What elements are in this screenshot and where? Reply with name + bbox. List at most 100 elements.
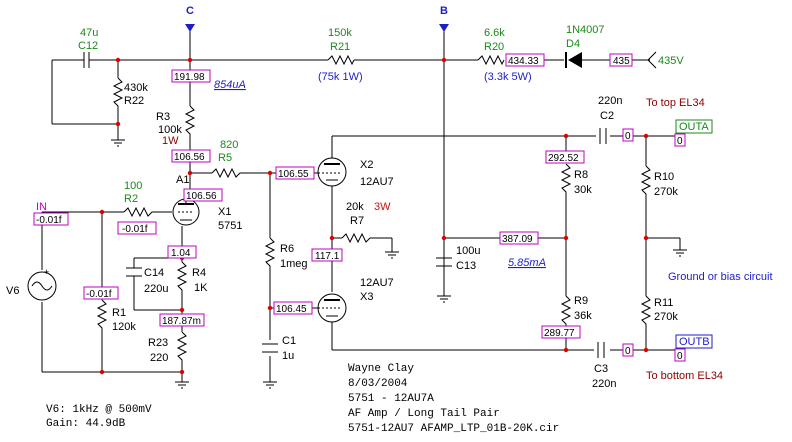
r21-extra: (75k 1W) xyxy=(318,71,363,83)
diode-d4 xyxy=(565,52,582,68)
svg-text:434.33: 434.33 xyxy=(508,56,539,67)
r23-ref: R23 xyxy=(148,337,168,349)
r11-val: 270k xyxy=(654,311,678,323)
svg-text:OUTB: OUTB xyxy=(679,336,710,348)
x3-val: 12AU7 xyxy=(360,277,394,289)
x2-ref: X2 xyxy=(360,159,373,171)
svg-text:0: 0 xyxy=(677,351,683,362)
resistor-r22 xyxy=(112,77,124,110)
vtag-117: 117.1 xyxy=(311,248,343,262)
r9-ref: R9 xyxy=(574,295,588,307)
r23-val: 220 xyxy=(150,352,168,364)
x1-ref: X1 xyxy=(218,206,231,218)
svg-text:289.77: 289.77 xyxy=(544,328,575,339)
r8-ref: R8 xyxy=(574,169,588,181)
svg-text:OUTA: OUTA xyxy=(679,121,709,133)
r5-val: 820 xyxy=(220,139,238,151)
wires xyxy=(41,30,681,382)
svg-text:0: 0 xyxy=(677,136,683,147)
resistor-r21 xyxy=(327,54,355,66)
vtag-in: -0.01f xyxy=(33,212,69,226)
r21-val: 150k xyxy=(328,27,352,39)
resistor-r8 xyxy=(560,163,572,196)
info-author: Wayne Clay xyxy=(348,363,414,375)
vtag-outa2: 0 xyxy=(674,133,686,147)
info-file: 5751-12AU7 AFAMP_LTP_01B-20K.cir xyxy=(348,423,559,435)
r20-extra: (3.3k 5W) xyxy=(484,71,532,83)
vtag-10645: 106.45 xyxy=(273,301,313,315)
r4-ref: R4 xyxy=(192,267,206,279)
annotation-top: To top EL34 xyxy=(646,97,705,109)
v6-ref: V6 xyxy=(6,285,19,297)
svg-text:117.1: 117.1 xyxy=(315,251,340,262)
info-date: 8/03/2004 xyxy=(348,378,408,390)
c2-val: 220n xyxy=(598,95,622,107)
r22-ref: R22 xyxy=(124,95,144,107)
svg-text:-0.01f: -0.01f xyxy=(36,215,62,226)
vtag-104: 1.04 xyxy=(167,245,197,259)
d4-ref: D4 xyxy=(566,38,580,50)
r6-ref: R6 xyxy=(280,243,294,255)
r7-ref: R7 xyxy=(350,215,364,227)
resistor-r2 xyxy=(123,206,156,218)
info-tubes: 5751 - 12AU7A xyxy=(348,393,434,405)
r3-extra: 1W xyxy=(162,135,179,147)
tubes xyxy=(172,157,347,323)
svg-text:435: 435 xyxy=(613,56,630,67)
grounds xyxy=(111,139,687,389)
svg-text:106.56: 106.56 xyxy=(174,152,205,163)
resistor-r5 xyxy=(211,167,244,179)
source-v6: + xyxy=(27,267,57,301)
r22-val: 430k xyxy=(124,82,148,94)
node-c-label: C xyxy=(186,5,194,17)
svg-text:187.87m: 187.87m xyxy=(162,316,201,327)
r3-ref: R3 xyxy=(156,111,170,123)
c14-ref: C14 xyxy=(144,267,164,279)
vtag-289: 289.77 xyxy=(541,325,581,339)
current-i2: 5.85mA xyxy=(508,257,546,269)
c12-val: 47u xyxy=(80,27,98,39)
d4-val: 1N4007 xyxy=(566,24,605,36)
resistor-r1 xyxy=(96,299,108,332)
vtag-outa: 0 xyxy=(622,128,634,142)
svg-text:292.52: 292.52 xyxy=(548,153,579,164)
junctions xyxy=(99,57,649,375)
vtag-187: 187.87m xyxy=(159,313,205,327)
voltage-tags: 435 434.33 191.98 106.56 106.55 106.56 -… xyxy=(33,53,686,362)
c13-ref: C13 xyxy=(456,260,476,272)
r5-ref: R5 xyxy=(218,152,232,164)
vtag-106b: 106.55 xyxy=(275,166,315,180)
r3-val: 100k xyxy=(158,124,182,136)
r2-val: 100 xyxy=(124,180,142,192)
r7-extra: 3W xyxy=(374,201,391,213)
resistor-r6 xyxy=(264,237,276,272)
resistor-r7 xyxy=(341,232,372,244)
vtag-434: 434.33 xyxy=(505,53,545,67)
node-c-arrow-icon xyxy=(185,24,195,32)
c1-val: 1u xyxy=(282,350,294,362)
r4-val: 1K xyxy=(194,282,208,294)
svg-text:0: 0 xyxy=(625,346,631,357)
r8-val: 30k xyxy=(574,184,592,196)
vtag-191: 191.98 xyxy=(171,69,211,83)
r2-ref: R2 xyxy=(124,193,138,205)
svg-text:-0.01f: -0.01f xyxy=(86,289,112,300)
vtag-grid: -0.01f xyxy=(83,286,119,300)
vtag-387: 387.09 xyxy=(499,231,539,245)
vtag-292: 292.52 xyxy=(545,150,585,164)
supply-label: 435V xyxy=(658,55,684,67)
vtag-outb: 0 xyxy=(622,343,634,357)
r6-val: 1meg xyxy=(280,258,308,270)
r10-val: 270k xyxy=(654,186,678,198)
c14-val: 220u xyxy=(144,283,168,295)
resistor-r23 xyxy=(176,331,188,364)
output-a: OUTA xyxy=(675,119,713,134)
svg-text:191.98: 191.98 xyxy=(174,72,205,83)
supply-arrow-icon xyxy=(647,51,657,69)
info-desc: AF Amp / Long Tail Pair xyxy=(348,408,500,420)
svg-text:+: + xyxy=(44,267,49,277)
resistor-r4 xyxy=(176,261,188,294)
info-gain: Gain: 44.9dB xyxy=(46,418,126,430)
r1-val: 120k xyxy=(112,321,136,333)
